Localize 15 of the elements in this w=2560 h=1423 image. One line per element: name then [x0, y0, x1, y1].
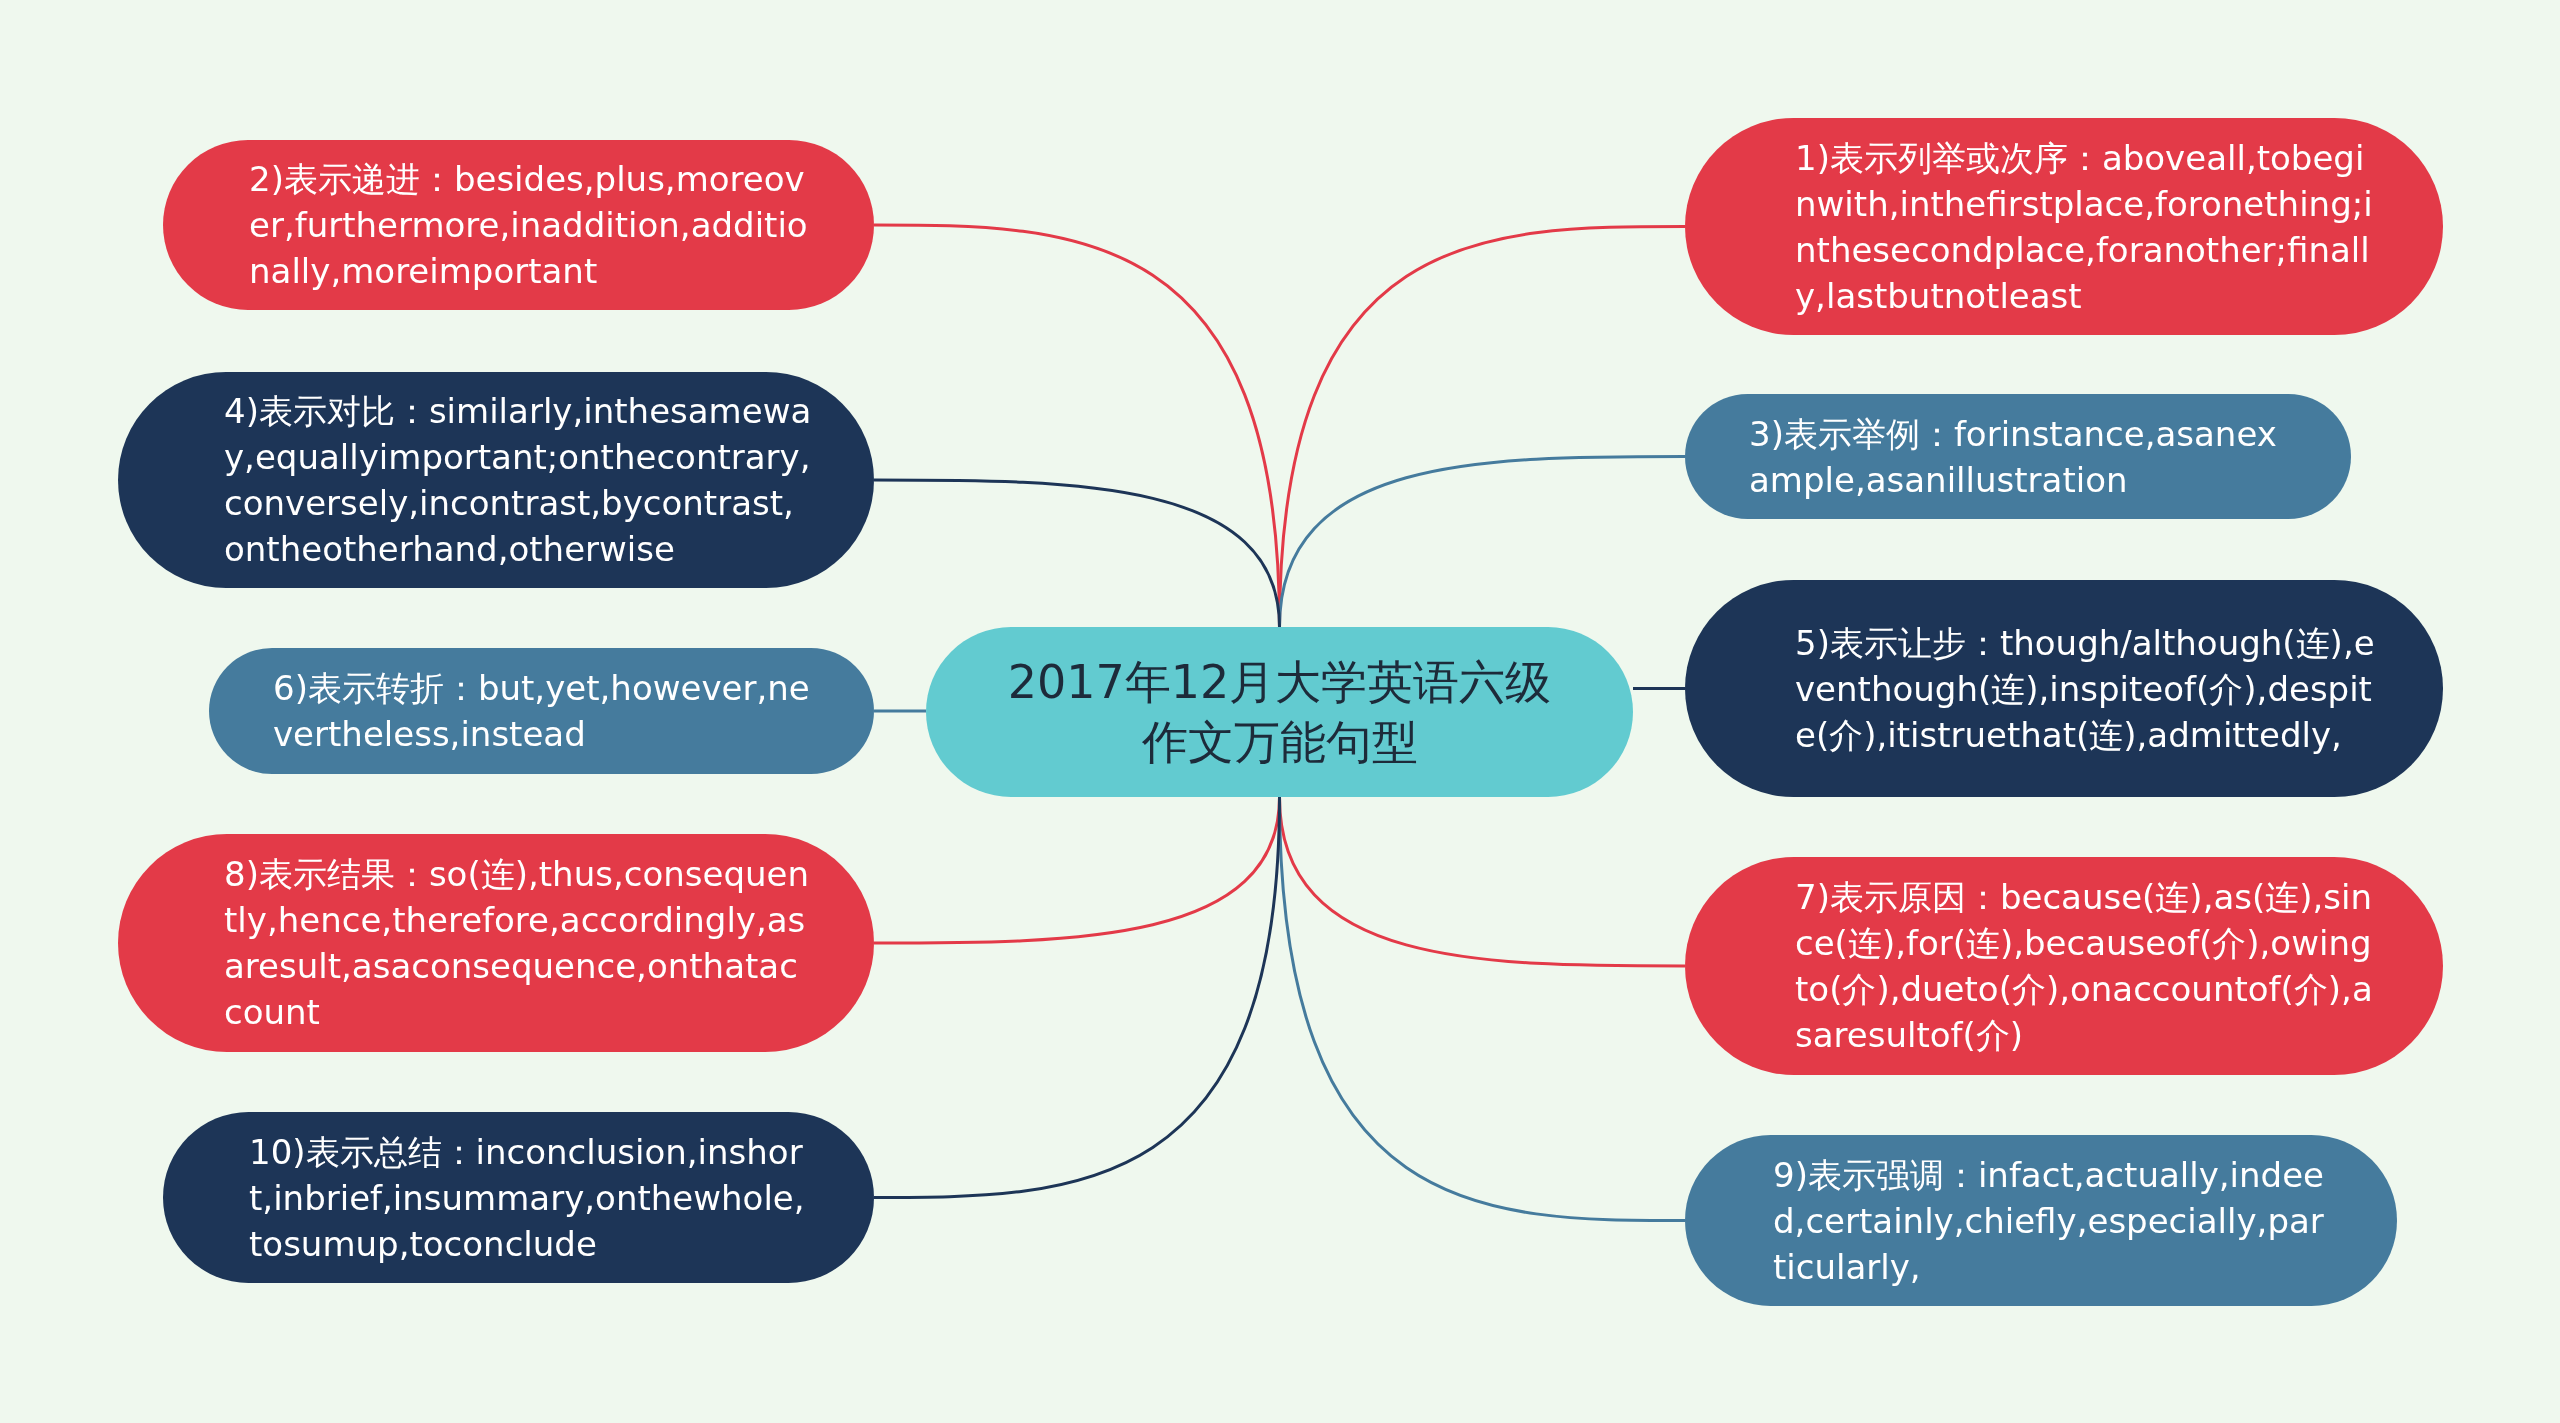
- topic-box: 1)表示列举或次序：aboveall,tobeginwith,inthefirstplace,foronething;inthesecondplace,foranother;finally,lastbutnotleast: [1685, 118, 2443, 335]
- central-topic: 2017年12月大学英语六级作文万能句型: [926, 627, 1633, 797]
- topic-box: 2)表示递进：besides,plus,moreover,furthermore,inaddition,additionally,moreimportant: [163, 140, 874, 310]
- topic-box: 6)表示转折：but,yet,however,nevertheless,instead: [209, 648, 874, 774]
- topic-box: 7)表示原因：because(连),as(连),since(连),for(连),becauseof(介),owingto(介),dueto(介),onaccountof(介),asaresultof(介): [1685, 857, 2443, 1075]
- connector-line: [874, 478, 1281, 628]
- topic-box: 5)表示让步：though/although(连),eventhough(连),inspiteof(介),despite(介),itistruethat(连),admittedly,: [1685, 580, 2443, 797]
- topic-box: 8)表示结果：so(连),thus,consequently,hence,therefore,accordingly,asaresult,asaconsequence,onthataccount: [118, 834, 874, 1052]
- connector-line: [874, 709, 926, 713]
- connector-line: [1633, 687, 1685, 690]
- connector-line: [874, 796, 1281, 1199]
- topic-box: 3)表示举例：forinstance,asanexample,asanillustration: [1685, 394, 2351, 519]
- topic-box: 10)表示总结：inconclusion,inshort,inbrief,insummary,onthewhole,tosumup,toconclude: [163, 1112, 874, 1283]
- topic-box: 4)表示对比：similarly,inthesameway,equallyimportant;onthecontrary,conversely,incontrast,bycontrast,ontheotherhand,otherwise: [118, 372, 874, 588]
- topic-box: 9)表示强调：infact,actually,indeed,certainly,chiefly,especially,particularly,: [1685, 1135, 2397, 1306]
